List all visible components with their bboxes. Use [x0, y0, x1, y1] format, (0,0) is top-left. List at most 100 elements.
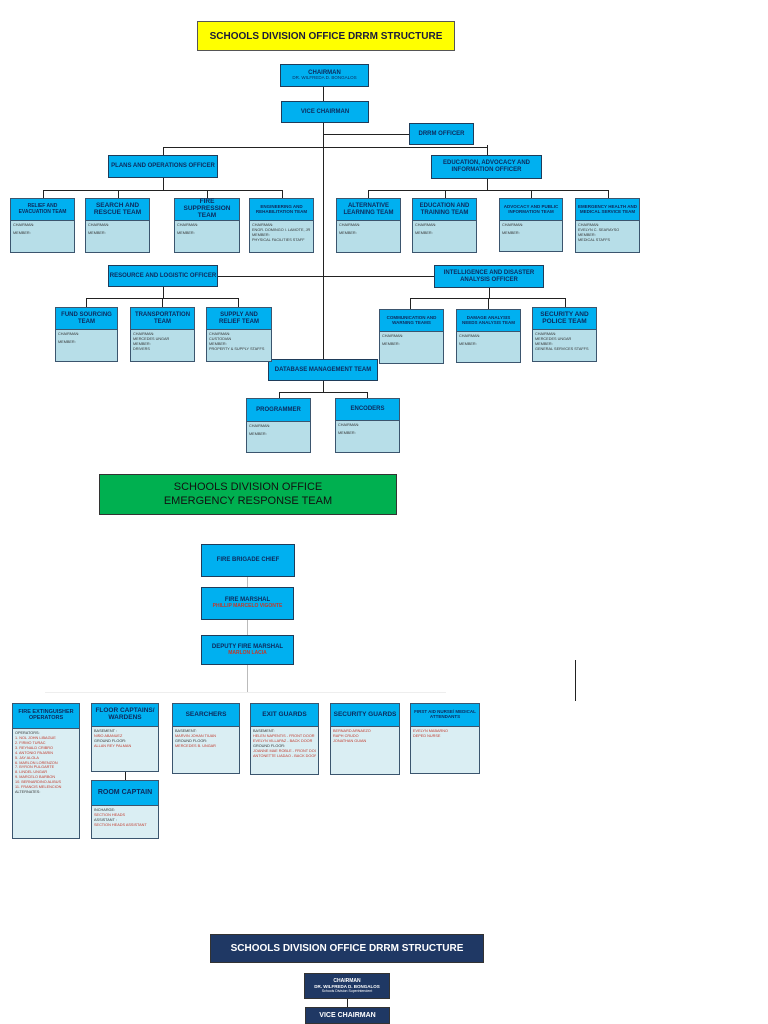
- member-line: 11. FRANCIS MELENCION: [15, 785, 62, 790]
- connector: [218, 276, 434, 277]
- member-line: CHAIRMAN:: [209, 332, 231, 336]
- team-title: SEARCHERS: [173, 704, 239, 727]
- connector: [488, 298, 489, 309]
- member-line: CHAIRMAN:: [535, 332, 557, 336]
- connector: [347, 999, 348, 1007]
- member-line: BASEMENT:: [175, 729, 197, 733]
- connector: [45, 692, 446, 693]
- team-title: FIRE EXTINGUISHER OPERATORS: [13, 704, 79, 729]
- chairman-name: DR. WILFREDA D. BONGALOS: [314, 984, 380, 990]
- team-title: ENGINEERING AND REHABILITATION TEAM: [250, 199, 313, 221]
- member-line: MEMBER:: [13, 230, 31, 235]
- connector: [323, 381, 324, 392]
- connector: [279, 392, 367, 393]
- member-line: CHAIRMAN:: [88, 223, 110, 227]
- member-line: ENGR. DOMINGO I. LAMOTE, JR: [252, 227, 311, 232]
- member-line: MEMBER:: [209, 341, 227, 346]
- team-title: EMERGENCY HEALTH AND MEDICAL SERVICE TEA…: [576, 199, 639, 221]
- chairman-role: CHAIRMAN: [333, 977, 361, 984]
- team-title: FIRE SUPPRESSION TEAM: [175, 198, 239, 221]
- drrm-structure-title: SCHOOLS DIVISION OFFICE DRRM STRUCTURE: [197, 21, 455, 51]
- team-title: RELIEF AND EVACUATION TEAM: [11, 199, 74, 221]
- team-title: ALTERNATIVE LEARNING TEAM: [337, 199, 400, 221]
- member-line: CHAIRMAN:: [252, 223, 274, 227]
- member-line: MEMBER:: [578, 232, 596, 237]
- team-title: ENCODERS: [336, 399, 399, 421]
- member-line: PROPERTY & SUPPLY STAFFS: [209, 346, 265, 351]
- member-line: INCHARGE:: [94, 808, 116, 812]
- member-line: BERNARD ARNAEZO: [333, 729, 371, 733]
- vice-chairman-box: VICE CHAIRMAN: [281, 101, 369, 123]
- vice-chairman-box-2: VICE CHAIRMAN: [305, 1007, 390, 1024]
- team-members: CHAIRMAN:MEMBER:: [413, 221, 476, 252]
- member-line: CUSTODIAN: [209, 336, 232, 341]
- member-line: SECTION HEADS ASSISTANT: [94, 822, 147, 827]
- connector: [368, 190, 608, 191]
- member-line: CHAIRMAN:: [339, 223, 361, 227]
- title-line-2: EMERGENCY RESPONSE TEAM: [163, 494, 333, 507]
- member-line: OPERATORS:: [15, 731, 40, 735]
- emergency-response-title: SCHOOLS DIVISION OFFICE EMERGENCY RESPON…: [99, 474, 397, 515]
- connector: [282, 190, 283, 198]
- member-line: MERCEDES UNGAR: [535, 336, 572, 341]
- team-title: COMMUNICATION AND WARNING TEAMS: [380, 310, 443, 332]
- team-title: SEARCH AND RESCUE TEAM: [86, 199, 149, 221]
- member-line: GROUND FLOOR:: [253, 743, 286, 748]
- database-management-box: DATABASE MANAGEMENT TEAM: [268, 359, 378, 381]
- connector: [163, 178, 164, 190]
- team-title: SUPPLY AND RELIEF TEAM: [207, 308, 271, 330]
- member-line: ALTERNATES:: [15, 790, 41, 795]
- team-title: ADVOCACY AND PUBLIC INFORMATION TEAM: [500, 199, 562, 221]
- member-line: CHAIRMAN:: [382, 334, 404, 338]
- member-line: GENERAL SERVICES STAFFS: [535, 346, 589, 351]
- chairman-name: DR. WILFREDA D. BONGALOS: [292, 75, 357, 81]
- team-members: CHAIRMAN:MEMBER:: [175, 221, 239, 252]
- member-line: 8. LINDEL UNGAR: [15, 770, 48, 775]
- member-line: EVELYN VILLAPAZ - BACK DOOR: [253, 738, 313, 743]
- member-line: 1. NOL JOHN LIBAGUE: [15, 735, 56, 740]
- member-line: MEMBER:: [459, 341, 477, 346]
- member-line: JOANNE MAE ROBLE - FRONT DOOR: [253, 748, 316, 753]
- connector: [489, 288, 490, 298]
- team-title: EDUCATION AND TRAINING TEAM: [413, 199, 476, 221]
- team-title: SECURITY AND POLICE TEAM: [533, 308, 596, 330]
- fire-brigade-chief-box: FIRE BRIGADE CHIEF: [201, 544, 295, 577]
- drrm-officer-box: DRRM OFFICER: [409, 123, 474, 145]
- member-line: CHAIRMAN:: [58, 332, 80, 336]
- team-members: CHAIRMAN:MEMBER:: [337, 221, 400, 252]
- team-box: ADVOCACY AND PUBLIC INFORMATION TEAM CHAI…: [499, 198, 563, 252]
- member-line: GROUND FLOOR:: [94, 738, 127, 743]
- chairman-position: Schools Division Superintendent: [321, 989, 373, 994]
- title-line-1: SCHOOLS DIVISION OFFICE: [173, 481, 323, 494]
- member-line: PHYSICAL FACILITIES STAFF: [252, 237, 305, 242]
- deputy-role: DEPUTY FIRE MARSHAL: [211, 643, 284, 650]
- connector: [565, 298, 566, 307]
- connector: [368, 190, 369, 198]
- member-line: MEMBER:: [415, 230, 433, 235]
- connector: [43, 190, 282, 191]
- member-line: MEMBER:: [502, 230, 520, 235]
- member-line: DRIVERS: [133, 346, 150, 351]
- member-line: JONATHAN GUIAN: [333, 738, 367, 743]
- member-line: 3. REYNALD CRIBRO: [15, 745, 53, 750]
- member-line: MEMBER:: [382, 341, 400, 346]
- member-line: HELEN NAPENTIS - FRONT DOOR: [253, 733, 315, 738]
- team-members: CHAIRMAN:MEMBER:: [336, 421, 399, 452]
- intelligence-officer-box: INTELLIGENCE AND DISASTER ANALYSIS OFFIC…: [434, 265, 544, 288]
- team-members: CHAIRMAN:MEMBER:: [247, 422, 310, 452]
- connector: [207, 190, 208, 198]
- connector: [410, 298, 411, 309]
- team-title: FUND SOURCING TEAM: [56, 308, 117, 330]
- member-line: CHAIRMAN:: [502, 223, 524, 227]
